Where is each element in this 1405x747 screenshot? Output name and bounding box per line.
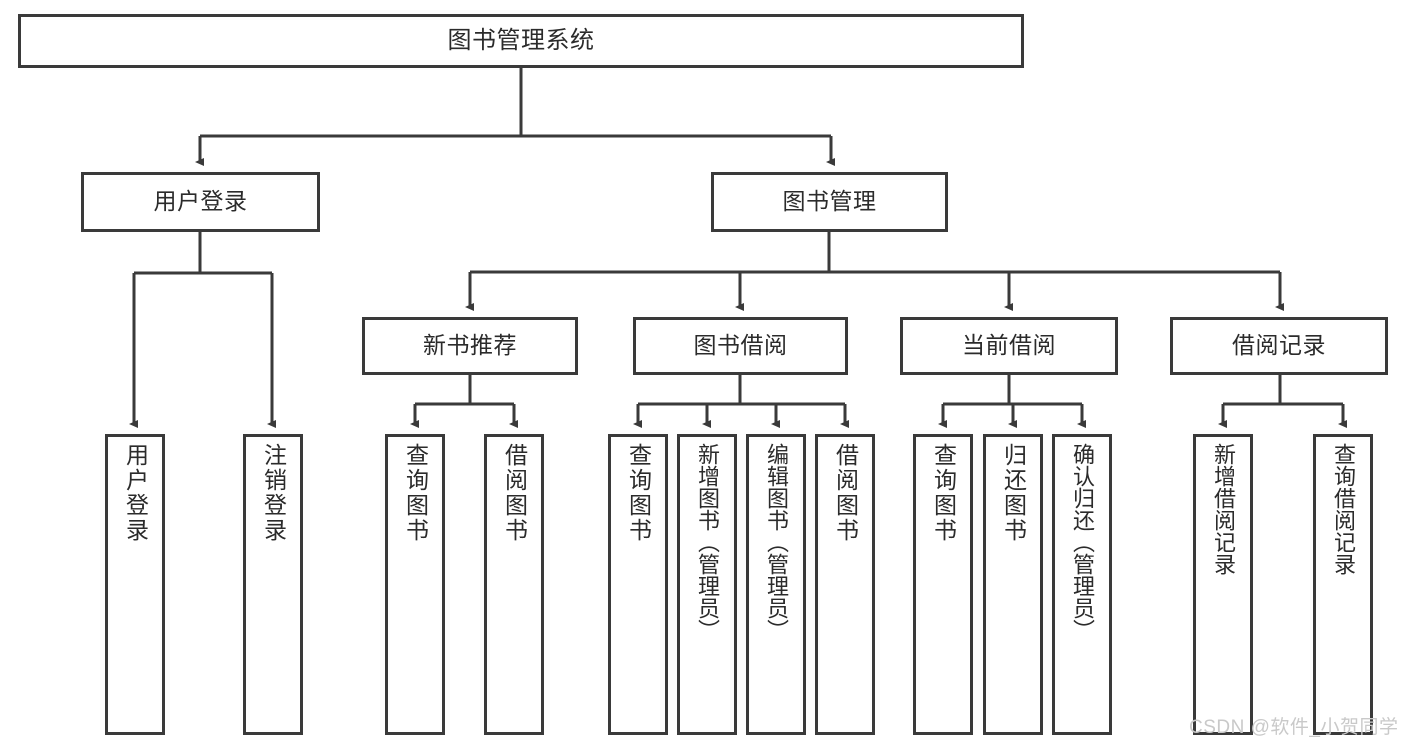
node-new-book-recommend-label: 新书推荐 <box>423 332 517 359</box>
node-leaf-user-login[interactable]: 用户登录 <box>105 434 165 735</box>
node-leaf-return-book[interactable]: 归还图书 <box>983 434 1043 735</box>
node-leaf-query-book-3[interactable]: 查询图书 <box>913 434 973 735</box>
node-leaf-borrow-book-2[interactable]: 借阅图书 <box>815 434 875 735</box>
node-book-management[interactable]: 图书管理 <box>711 172 948 232</box>
node-leaf-borrow-book-1[interactable]: 借阅图书 <box>484 434 544 735</box>
node-user-login-label: 用户登录 <box>153 188 248 215</box>
node-leaf-add-book[interactable]: 新增图书（管理员） <box>677 434 737 735</box>
node-book-management-label: 图书管理 <box>782 188 877 215</box>
node-new-book-recommend[interactable]: 新书推荐 <box>362 317 578 375</box>
node-leaf-query-record-label: 查询借阅记录 <box>1331 443 1356 575</box>
node-leaf-query-book-3-label: 查询图书 <box>930 443 957 543</box>
node-leaf-edit-book[interactable]: 编辑图书（管理员） <box>746 434 806 735</box>
node-book-borrow[interactable]: 图书借阅 <box>633 317 848 375</box>
node-leaf-query-record[interactable]: 查询借阅记录 <box>1313 434 1373 735</box>
node-leaf-borrow-book-1-label: 借阅图书 <box>501 443 528 543</box>
node-root-label: 图书管理系统 <box>447 26 595 54</box>
node-leaf-add-book-label: 新增图书（管理员） <box>695 443 720 641</box>
node-leaf-query-book-2-label: 查询图书 <box>625 443 652 543</box>
node-current-borrow-label: 当前借阅 <box>962 332 1056 359</box>
node-leaf-borrow-book-2-label: 借阅图书 <box>832 443 859 543</box>
node-leaf-query-book-1[interactable]: 查询图书 <box>385 434 445 735</box>
node-leaf-user-logout[interactable]: 注销登录 <box>243 434 303 735</box>
node-leaf-add-record-label: 新增借阅记录 <box>1211 443 1236 575</box>
node-borrow-record[interactable]: 借阅记录 <box>1170 317 1388 375</box>
watermark: CSDN @软件_小贺同学 <box>1189 717 1399 738</box>
node-root[interactable]: 图书管理系统 <box>18 14 1024 68</box>
node-borrow-record-label: 借阅记录 <box>1232 332 1326 359</box>
node-leaf-confirm-return-label: 确认归还（管理员） <box>1070 443 1095 641</box>
node-user-login[interactable]: 用户登录 <box>81 172 320 232</box>
node-leaf-add-record[interactable]: 新增借阅记录 <box>1193 434 1253 735</box>
node-leaf-query-book-2[interactable]: 查询图书 <box>608 434 668 735</box>
node-leaf-confirm-return[interactable]: 确认归还（管理员） <box>1052 434 1112 735</box>
node-leaf-return-book-label: 归还图书 <box>1000 443 1027 543</box>
node-leaf-user-login-label: 用户登录 <box>122 443 149 543</box>
node-leaf-user-logout-label: 注销登录 <box>260 443 287 543</box>
node-leaf-query-book-1-label: 查询图书 <box>402 443 429 543</box>
node-current-borrow[interactable]: 当前借阅 <box>900 317 1118 375</box>
node-leaf-edit-book-label: 编辑图书（管理员） <box>764 443 789 641</box>
node-book-borrow-label: 图书借阅 <box>693 332 788 359</box>
